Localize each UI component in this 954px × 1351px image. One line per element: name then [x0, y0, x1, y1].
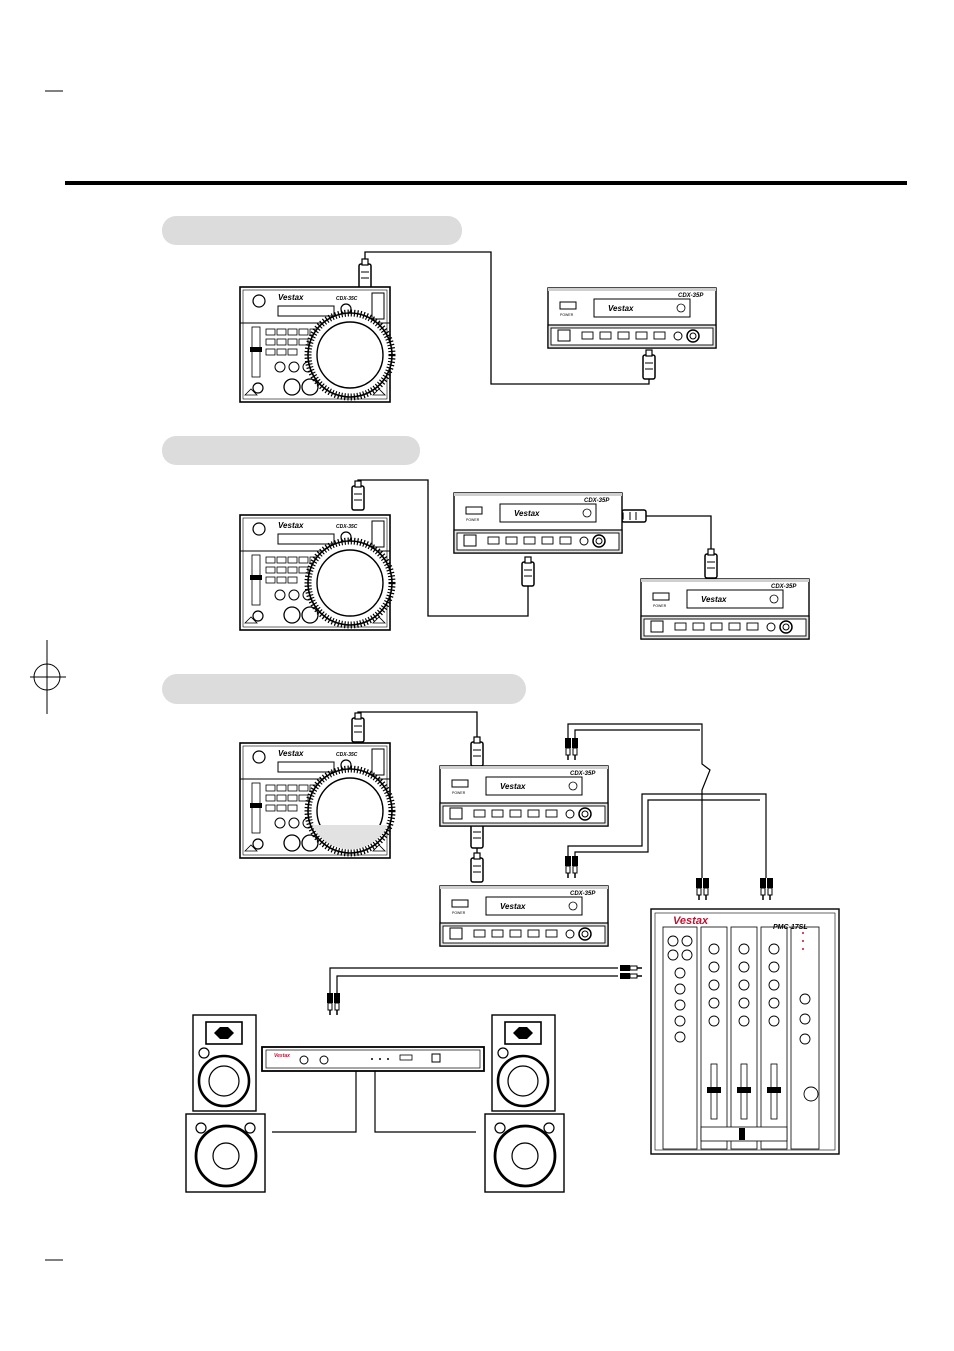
remote-connector-icon	[351, 712, 365, 743]
rca-plug-icon	[564, 855, 572, 879]
svg-text:CDX-35P: CDX-35P	[584, 498, 610, 504]
speaker-right	[484, 1014, 565, 1193]
rca-plug-icon	[695, 877, 703, 901]
cd-controller-2: Vestax CDX-35C	[240, 515, 392, 630]
mixer: Vestax PMC-17SL	[650, 908, 840, 1155]
svg-text:CDX-35C: CDX-35C	[336, 296, 358, 302]
remote-connector-icon	[351, 480, 365, 511]
speaker-left	[185, 1014, 266, 1193]
compact-disc-logo-icon	[568, 781, 578, 791]
svg-text:POWER: POWER	[653, 604, 667, 608]
rca-plug-icon	[619, 964, 643, 972]
rca-plug-icon	[619, 972, 643, 980]
vestax-logo-icon: Vestax	[701, 595, 727, 604]
vestax-logo-icon: Vestax	[673, 915, 709, 927]
svg-text:POWER: POWER	[452, 791, 466, 795]
cd-player-2a: CDX-35P Vestax POWER	[453, 492, 623, 554]
compact-disc-logo-icon	[769, 594, 779, 604]
svg-text:POWER: POWER	[560, 313, 574, 317]
svg-text:PMC-17SL: PMC-17SL	[773, 924, 808, 931]
compact-disc-logo-icon	[676, 303, 686, 313]
rca-plug-icon	[759, 877, 767, 901]
svg-text:CDX-35P: CDX-35P	[678, 293, 704, 299]
compact-disc-logo-icon	[568, 901, 578, 911]
svg-text:CDX-35P: CDX-35P	[570, 891, 596, 897]
vestax-logo-icon: Vestax	[278, 521, 304, 530]
vestax-logo-icon: Vestax	[514, 509, 540, 518]
svg-text:POWER: POWER	[466, 518, 480, 522]
section-header-2	[162, 436, 420, 465]
rca-plug-icon	[702, 877, 710, 901]
cd-player-1: CDX-35P Vestax POWER	[547, 287, 717, 349]
remote-connector-icon	[470, 852, 484, 883]
svg-text:CDX-35C: CDX-35C	[336, 524, 358, 530]
vestax-logo-icon: Vestax	[500, 902, 526, 911]
svg-text:POWER: POWER	[452, 911, 466, 915]
cd-controller-1: Vestax CDX-35C	[240, 287, 392, 402]
section-header-1	[162, 216, 462, 245]
header-rule	[65, 181, 907, 185]
setup-3: Vestax CDX-35C CDX-35P Vestax POWER CDX-…	[185, 711, 840, 1193]
remote-connector-icon	[470, 736, 484, 767]
svg-text:CDX-35C: CDX-35C	[336, 752, 358, 758]
svg-text:CDX-35P: CDX-35P	[570, 771, 596, 777]
remote-connector-icon	[642, 349, 656, 380]
section-header-3	[162, 674, 526, 704]
setup-1: Vestax CDX-35C CDX-35P Vestax POWER	[240, 251, 717, 402]
rca-plug-icon	[571, 855, 579, 879]
svg-text:CDX-35P: CDX-35P	[771, 584, 797, 590]
vestax-logo-icon: Vestax	[500, 782, 526, 791]
rca-plug-icon	[571, 737, 579, 761]
vestax-logo-icon: Vestax	[608, 304, 634, 313]
cd-controller-3: Vestax CDX-35C	[240, 743, 392, 858]
remote-connector-icon	[521, 556, 535, 587]
cd-player-3a: CDX-35P Vestax POWER	[439, 765, 609, 827]
rca-plug-icon	[326, 992, 334, 1016]
vestax-logo-icon: Vestax	[278, 293, 304, 302]
remote-connector-icon	[704, 548, 718, 579]
amplifier: Vestax	[261, 1046, 485, 1072]
svg-text:Vestax: Vestax	[274, 1053, 290, 1059]
rca-plug-icon	[564, 737, 572, 761]
crop-marks	[30, 90, 66, 1261]
cd-player-2b: CDX-35P Vestax POWER	[640, 578, 810, 640]
rca-plug-icon	[766, 877, 774, 901]
rca-plug-icon	[333, 992, 341, 1016]
compact-disc-logo-icon	[582, 508, 592, 518]
remote-connector-icon	[358, 258, 372, 289]
vestax-logo-icon: Vestax	[278, 749, 304, 758]
cd-player-3b: CDX-35P Vestax POWER	[439, 885, 609, 947]
setup-2: Vestax CDX-35C CDX-35P Vestax POWER CDX-…	[240, 479, 810, 640]
